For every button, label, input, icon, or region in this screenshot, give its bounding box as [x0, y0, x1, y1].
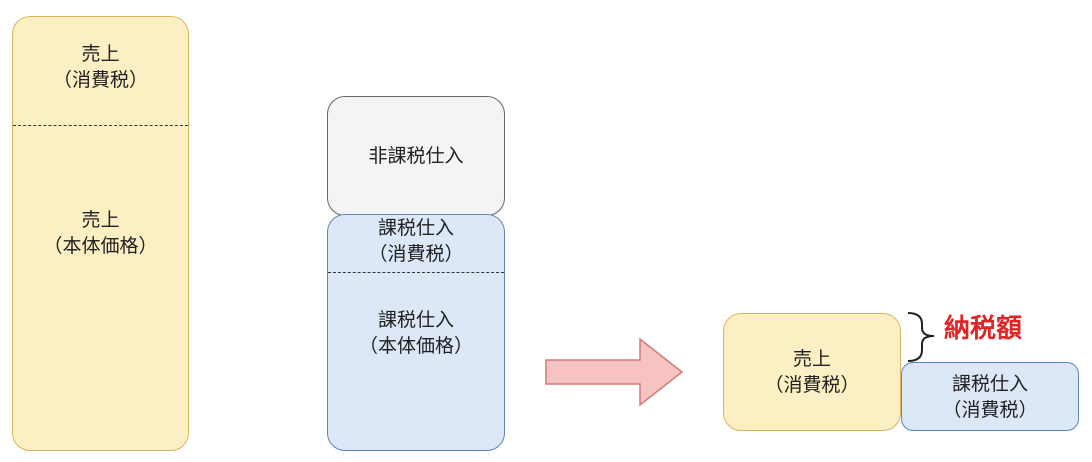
result-sales-line2: （消費税） [764, 374, 860, 396]
result-purchase-line1: 課税仕入 [951, 373, 1028, 395]
taxable-purchase-body-line1: 課税仕入 [377, 309, 454, 331]
sales-divider [13, 125, 188, 126]
taxable-purchase-tax-line1: 課税仕入 [377, 217, 454, 239]
taxable-purchase-body-line2: （本体価格） [358, 335, 473, 357]
sales-tax-line1: 売上 [81, 43, 120, 65]
taxable-purchase-divider [328, 272, 504, 273]
taxable-purchase-block: 課税仕入 （消費税） 課税仕入 （本体価格） [327, 214, 505, 451]
right-arrow-icon [545, 337, 684, 407]
nontaxable-purchase-label: 非課税仕入 [368, 145, 464, 167]
sales-body-label: 売上 （本体価格） [13, 207, 188, 259]
tax-due-label: 納税額 [944, 314, 1023, 344]
brace-icon [907, 312, 935, 362]
sales-tax-line2: （消費税） [52, 69, 148, 91]
result-sales-tax-label: 売上 （消費税） [724, 346, 900, 398]
result-sales-tax-block: 売上 （消費税） [723, 313, 901, 431]
taxable-purchase-tax-label: 課税仕入 （消費税） [328, 215, 504, 267]
result-purchase-tax-label: 課税仕入 （消費税） [902, 371, 1078, 423]
result-purchase-tax-block: 課税仕入 （消費税） [901, 362, 1079, 431]
taxable-purchase-body-label: 課税仕入 （本体価格） [328, 307, 504, 359]
result-sales-line1: 売上 [792, 348, 831, 370]
nontaxable-purchase-block: 非課税仕入 [327, 96, 505, 216]
sales-tax-label: 売上 （消費税） [13, 41, 188, 93]
result-purchase-line2: （消費税） [942, 399, 1038, 421]
sales-block: 売上 （消費税） 売上 （本体価格） [12, 16, 189, 451]
sales-body-line2: （本体価格） [43, 235, 158, 257]
taxable-purchase-tax-line2: （消費税） [368, 243, 464, 265]
sales-body-line1: 売上 [81, 209, 120, 231]
